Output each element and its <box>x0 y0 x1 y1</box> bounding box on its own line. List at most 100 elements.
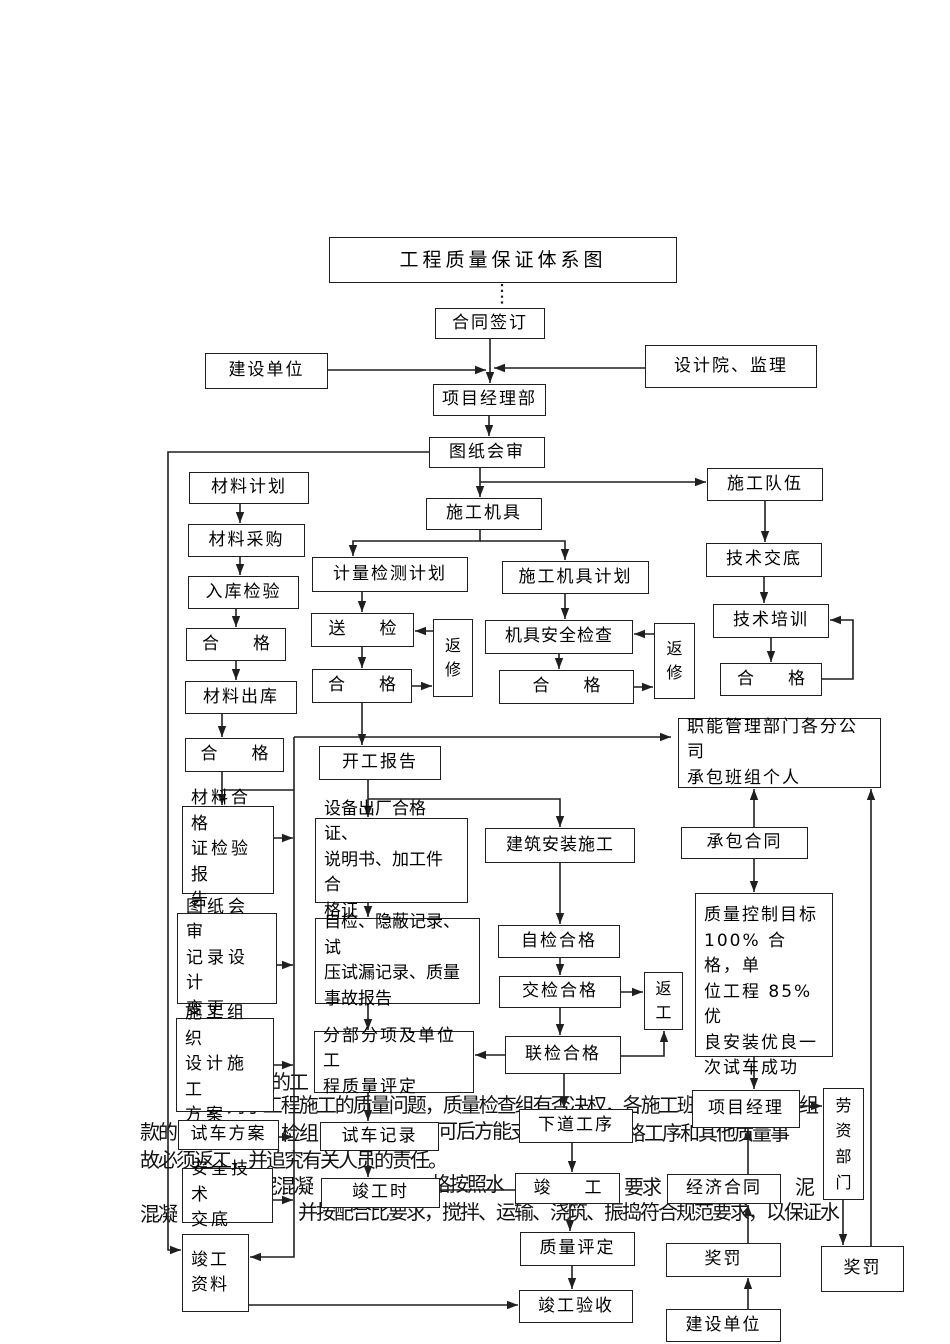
connector-13 <box>480 540 570 560</box>
arrowhead-icon <box>235 564 245 575</box>
arrowhead-icon <box>555 1024 565 1035</box>
arrowhead-icon <box>749 881 759 892</box>
connector-61 <box>743 1129 753 1174</box>
arrowhead-icon <box>363 1166 373 1177</box>
arrowhead-icon <box>749 1078 759 1089</box>
node-self-check-pass: 自检合格 <box>498 925 620 958</box>
connector-48 <box>567 1266 577 1289</box>
arrowhead-icon <box>830 615 841 625</box>
connector-19 <box>554 654 564 669</box>
connector-46 <box>567 1143 577 1172</box>
connector-31 <box>357 703 367 745</box>
arrowhead-icon <box>282 833 293 843</box>
connector-4 <box>484 416 494 436</box>
connector-49 <box>249 1300 518 1310</box>
arrowhead-icon <box>475 1050 486 1060</box>
connector-36 <box>363 1093 373 1121</box>
arrowhead-icon <box>231 669 241 680</box>
arrowhead-icon <box>555 964 565 975</box>
connector-33 <box>368 798 565 827</box>
node-completion-data: 竣工 资料 <box>182 1234 249 1312</box>
node-labor-dept: 劳 资 部 门 <box>823 1088 864 1200</box>
connector-1 <box>485 339 495 383</box>
arrowhead-icon <box>555 913 565 924</box>
connector-14 <box>357 592 367 612</box>
node-cross-check-pass: 交检合格 <box>499 976 621 1008</box>
node-pm-dept: 项目经理部 <box>433 384 546 416</box>
arrowhead-icon <box>282 960 293 970</box>
node-safety-tech-disclosure: 安全技术 交底 <box>182 1159 273 1230</box>
arrowhead-icon <box>760 531 770 542</box>
node-construction-org-plan: 施工组织 设计施工 方案 <box>176 1003 274 1125</box>
body-text-fragment-11: 泥 <box>795 1175 815 1199</box>
node-measurement-test-plan: 计量检测计划 <box>312 557 468 592</box>
arrowhead-icon <box>363 1110 373 1121</box>
node-contract-signing: 合同签订 <box>435 308 545 339</box>
arrowhead-icon <box>559 1097 569 1108</box>
arrowhead-icon <box>866 789 876 800</box>
arrowhead-icon <box>217 726 227 737</box>
node-completion-acceptance: 竣工验收 <box>519 1290 633 1323</box>
arrowhead-icon <box>660 732 671 742</box>
arrowhead-icon <box>235 512 245 523</box>
arrowhead-icon <box>838 1234 848 1245</box>
body-text-fragment-2: 组 <box>799 1093 819 1117</box>
connector-24 <box>231 609 241 627</box>
node-material-plan: 材料计划 <box>189 472 309 504</box>
node-quality-evaluation: 质量评定 <box>520 1232 635 1266</box>
node-joint-check-pass: 联检合格 <box>505 1036 621 1074</box>
node-tech-disclosure: 技术交底 <box>706 543 822 577</box>
node-repair-2: 返 修 <box>654 623 695 699</box>
connector-7 <box>167 451 429 1255</box>
arrowhead-icon <box>282 1195 293 1205</box>
arrowhead-icon <box>363 1019 373 1030</box>
arrowhead-icon <box>282 1060 293 1070</box>
arrowhead-icon <box>170 1245 181 1255</box>
node-warehouse-inspection: 入库检验 <box>188 576 299 609</box>
connector-47 <box>565 1204 575 1231</box>
arrowhead-icon <box>554 658 564 669</box>
node-qualified-send: 合 格 <box>312 669 412 703</box>
arrowhead-icon <box>357 734 367 745</box>
connector-41 <box>555 1008 565 1035</box>
arrowhead-icon <box>348 545 358 556</box>
node-reward-penalty-left: 奖罚 <box>666 1243 781 1277</box>
body-text-fragment-10: 要求 <box>624 1175 662 1199</box>
connector-52 <box>274 1060 293 1070</box>
arrowhead-icon <box>494 363 505 373</box>
arrowhead-icon <box>743 1205 753 1216</box>
connector-45 <box>559 1074 569 1108</box>
connector-2 <box>328 365 486 375</box>
arrowhead-icon <box>567 1161 577 1172</box>
arrowhead-icon <box>217 794 227 805</box>
node-material-out: 材料出库 <box>185 681 297 714</box>
connector-12 <box>348 530 481 556</box>
connector-54 <box>273 1195 293 1205</box>
node-self-check-records: 自检、隐蔽记录、试 压试漏记录、质量 事故报告 <box>315 912 480 1009</box>
arrowhead-icon <box>749 789 759 800</box>
node-rework: 返 工 <box>644 972 683 1030</box>
connector-23 <box>235 557 245 575</box>
connector-10 <box>766 638 776 662</box>
connector-58 <box>800 1101 822 1111</box>
connector-57 <box>749 1057 759 1089</box>
connector-39 <box>555 863 565 924</box>
arrowhead-icon <box>484 425 494 436</box>
node-building-install: 建筑安装施工 <box>485 828 635 863</box>
connector-26 <box>217 714 227 737</box>
arrowhead-icon <box>659 1031 669 1042</box>
arrowhead-icon <box>759 592 769 603</box>
connector-16 <box>412 681 432 691</box>
connector-56 <box>749 859 759 892</box>
connector-35 <box>363 1004 373 1030</box>
node-title: 工程质量保证体系图 <box>329 237 677 283</box>
node-drawing-review: 图纸会审 <box>429 437 545 468</box>
connector-8 <box>760 501 770 542</box>
arrowhead-icon <box>567 1278 577 1289</box>
connector-59 <box>838 1200 848 1245</box>
connector-27 <box>217 772 227 805</box>
node-material-cert-report: 材料合格 证检验报 告 <box>182 788 274 910</box>
node-test-run-plan: 试车方案 <box>178 1120 279 1150</box>
